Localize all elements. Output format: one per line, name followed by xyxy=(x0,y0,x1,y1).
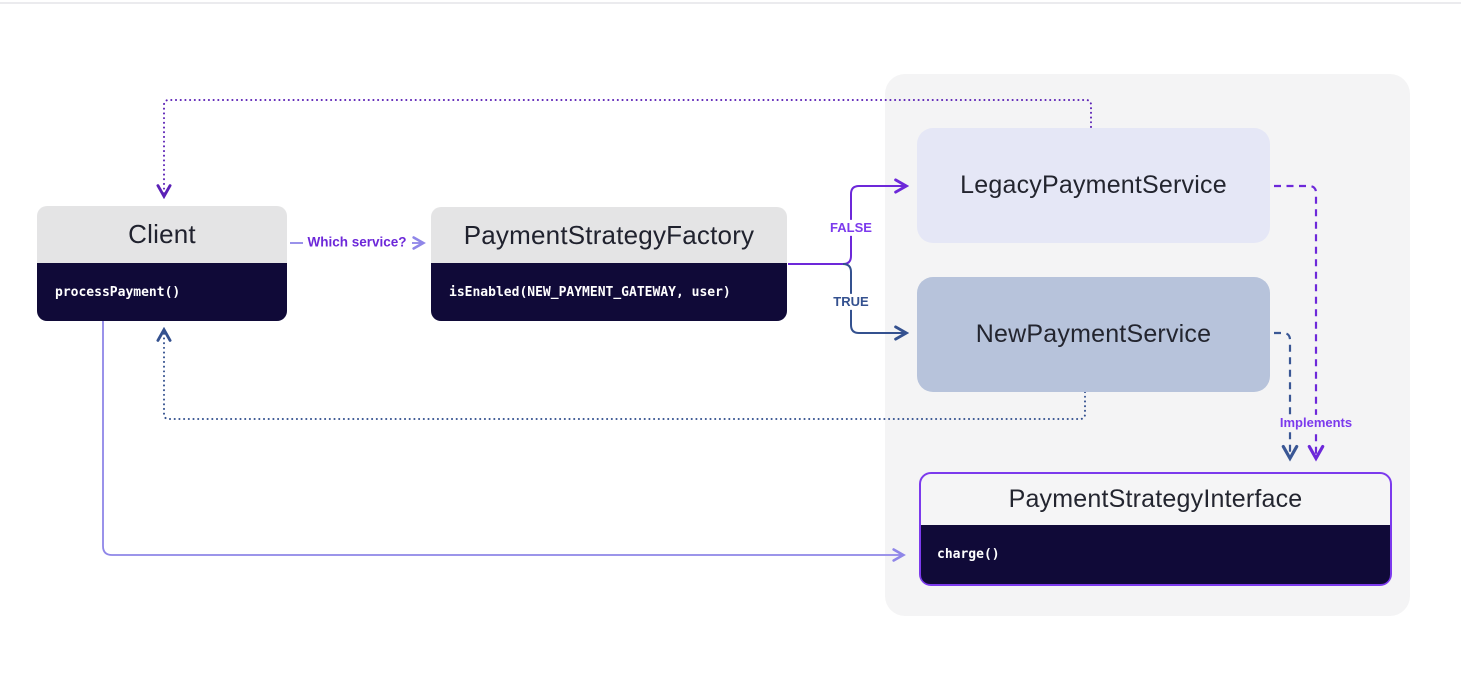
client-node: Client processPayment() xyxy=(37,206,287,321)
legacy-service-title: LegacyPaymentService xyxy=(960,171,1227,199)
client-node-title: Client xyxy=(37,206,287,263)
factory-node: PaymentStrategyFactory isEnabled(NEW_PAY… xyxy=(431,207,787,321)
edge-client-charge xyxy=(102,321,903,555)
new-service-title: NewPaymentService xyxy=(975,320,1212,348)
which-service-label: Which service? xyxy=(303,234,411,252)
true-branch-label: TRUE xyxy=(829,293,873,311)
client-node-method: processPayment() xyxy=(37,263,287,321)
false-branch-label: FALSE xyxy=(826,219,876,237)
new-service-node: NewPaymentService xyxy=(917,277,1270,392)
top-divider xyxy=(0,2,1461,4)
interface-node-method: charge() xyxy=(921,525,1390,584)
interface-node: PaymentStrategyInterface charge() xyxy=(919,472,1392,586)
factory-node-title: PaymentStrategyFactory xyxy=(431,207,787,263)
implements-label: Implements xyxy=(1275,414,1357,432)
legacy-service-node: LegacyPaymentService xyxy=(917,128,1270,243)
interface-node-title: PaymentStrategyInterface xyxy=(1008,485,1303,513)
factory-node-method: isEnabled(NEW_PAYMENT_GATEWAY, user) xyxy=(431,263,787,321)
